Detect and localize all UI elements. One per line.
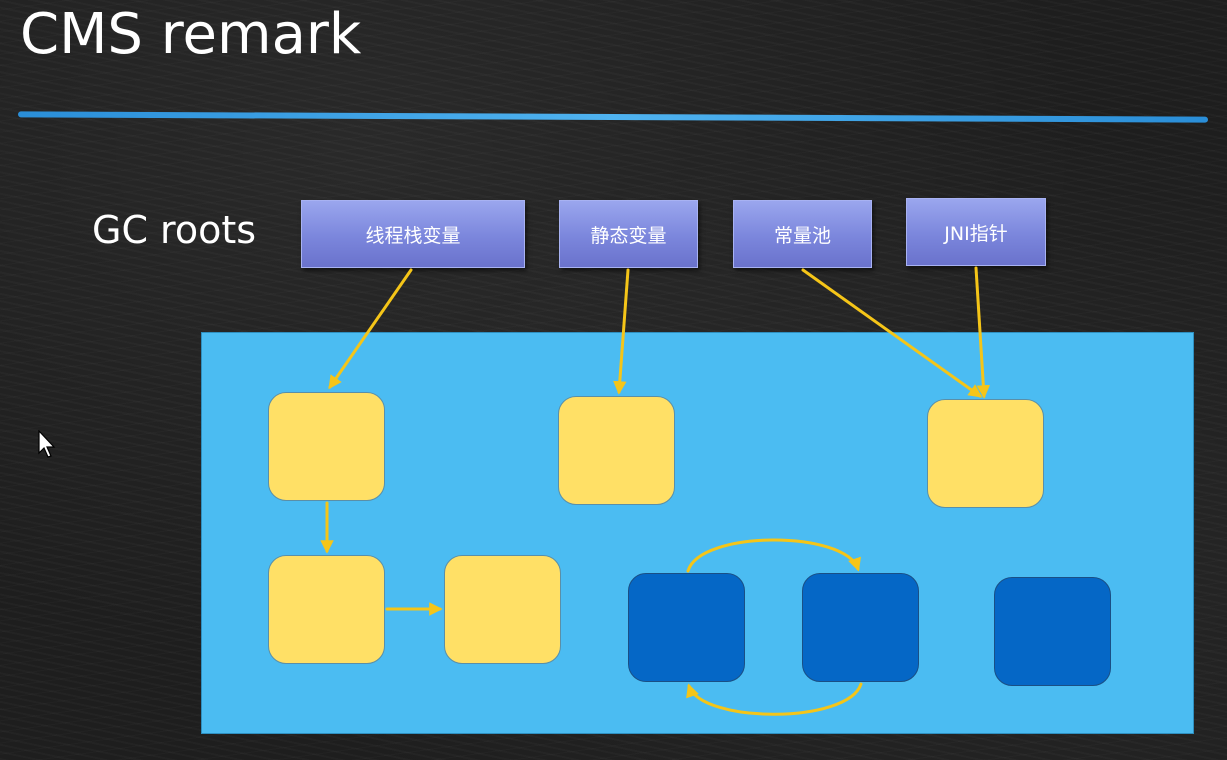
unreachable-object [994, 577, 1111, 686]
slide-title: CMS remark [20, 2, 362, 67]
reachable-object [444, 555, 561, 664]
title-divider [17, 111, 1209, 123]
mouse-cursor-icon [38, 430, 56, 458]
gc-root-label: JNI指针 [944, 222, 1008, 245]
reachable-object [558, 396, 675, 505]
gc-root-label: 线程栈变量 [365, 224, 461, 247]
unreachable-object [628, 573, 745, 682]
gc-root-static-vars: 静态变量 [559, 200, 698, 268]
reachable-object [927, 399, 1044, 508]
unreachable-object [802, 573, 919, 682]
gc-roots-label: GC roots [92, 208, 257, 252]
gc-root-constant-pool: 常量池 [733, 200, 872, 268]
gc-root-thread-stack-vars: 线程栈变量 [301, 200, 525, 268]
gc-root-jni-pointer: JNI指针 [906, 198, 1046, 266]
reachable-object [268, 392, 385, 501]
gc-root-label: 静态变量 [590, 224, 667, 247]
reachable-object [268, 555, 385, 664]
gc-root-label: 常量池 [773, 224, 831, 247]
